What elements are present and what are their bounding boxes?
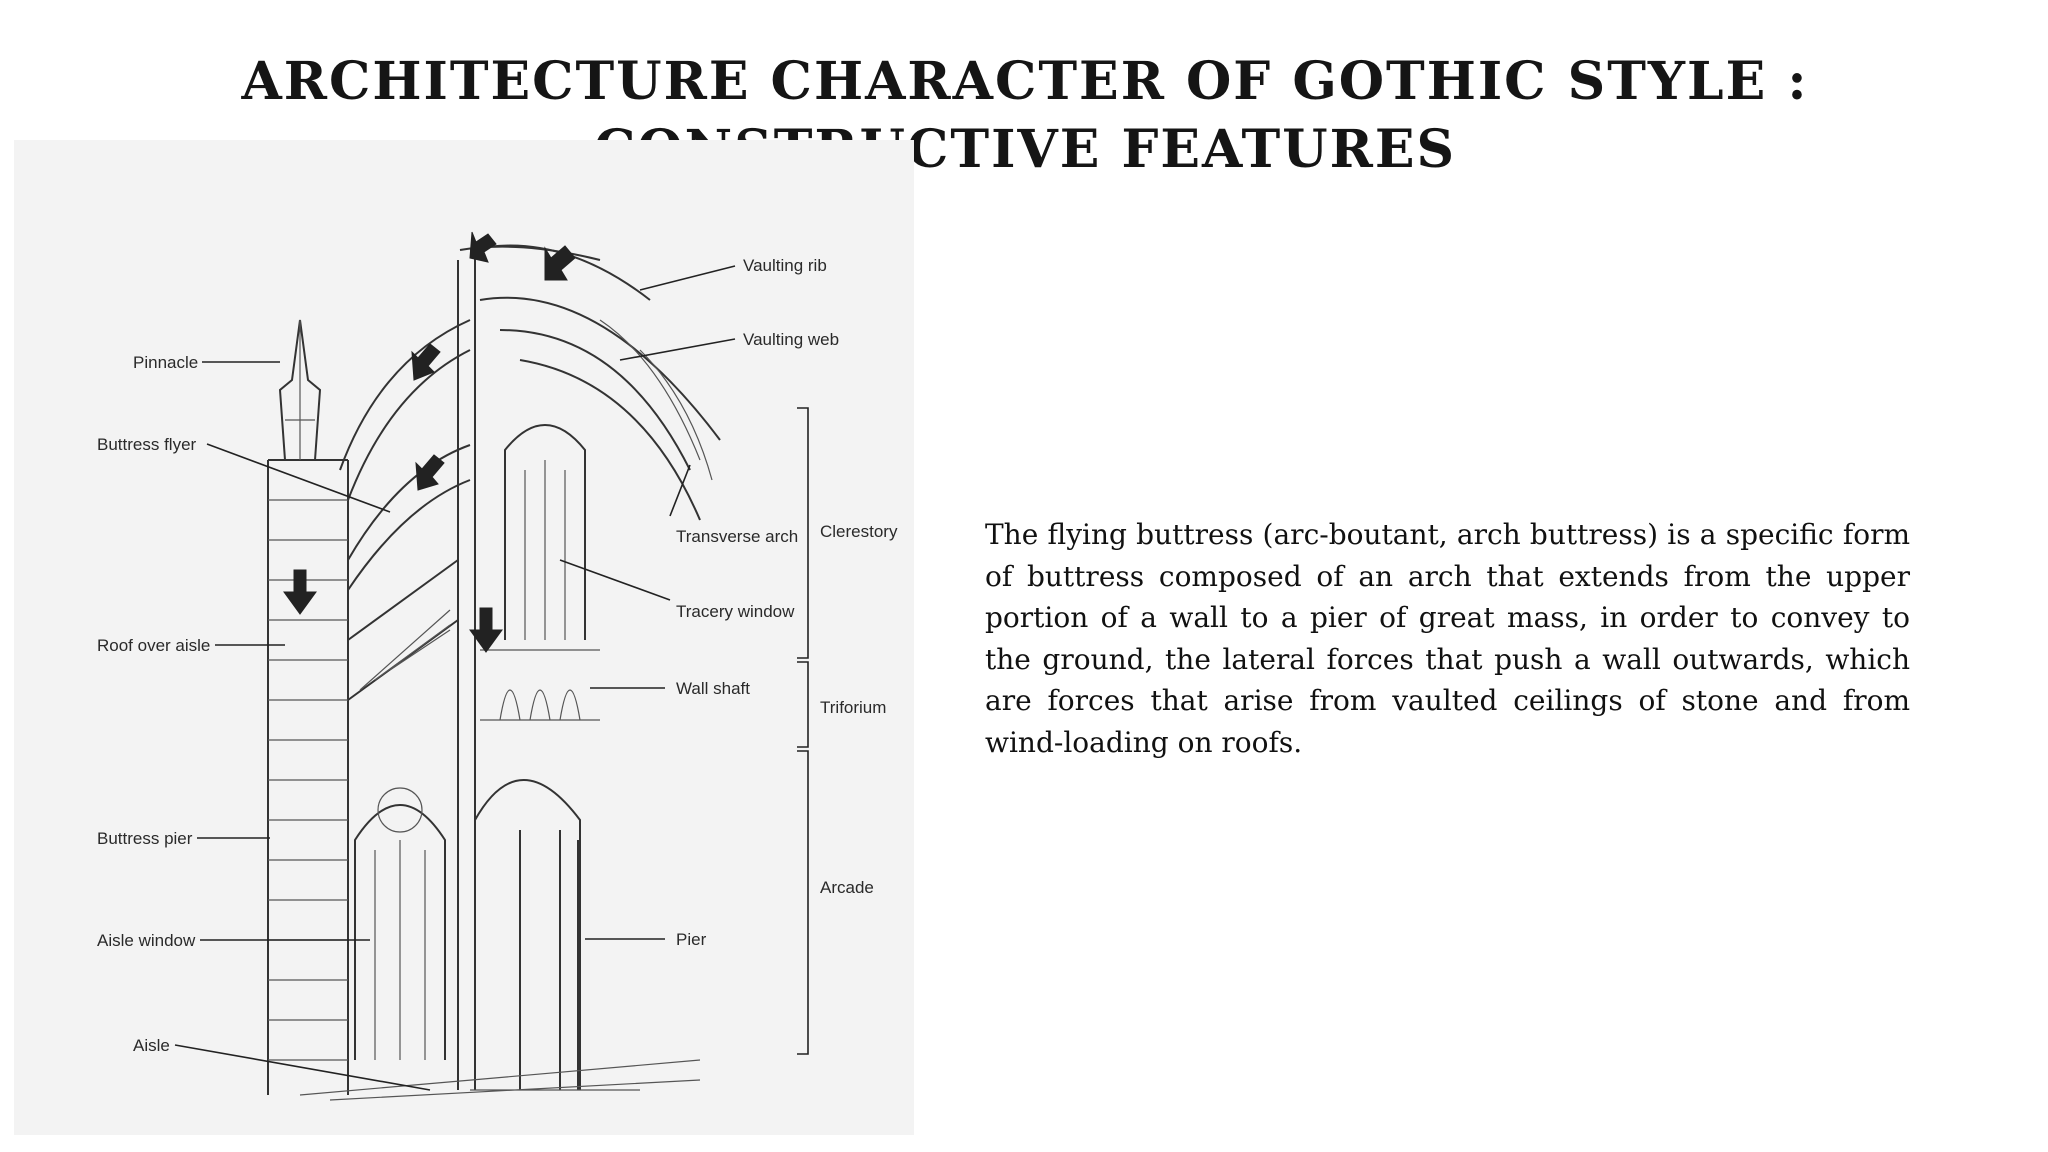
aisle-window [354, 804, 446, 1060]
force-arrow [411, 343, 441, 381]
label-wall-shaft: Wall shaft [676, 679, 750, 698]
label-aisle-window: Aisle window [97, 931, 196, 950]
label-buttress-flyer: Buttress flyer [97, 435, 197, 454]
nave-pier [559, 840, 579, 1090]
label-clerestory: Clerestory [820, 522, 898, 541]
leader-transverse-arch [669, 464, 691, 517]
leader-vaulting-web [619, 338, 736, 361]
force-arrow [469, 607, 503, 653]
leader-vaulting-rib [639, 265, 736, 291]
label-pier: Pier [676, 930, 707, 949]
bracket-clerestory [797, 407, 809, 659]
label-pinnacle: Pinnacle [133, 353, 198, 372]
triforium-gallery [480, 649, 600, 721]
label-buttress-pier: Buttress pier [97, 829, 193, 848]
force-arrow [415, 454, 445, 491]
buttress-flyer-upper [339, 319, 471, 471]
force-arrow [283, 569, 317, 615]
zone-brackets [797, 407, 809, 1055]
force-arrow [544, 245, 576, 281]
slide-title: Architecture Character of Gothic Style :… [241, 51, 1809, 180]
label-vaulting-rib: Vaulting rib [743, 256, 827, 275]
label-tracery-window: Tracery window [676, 602, 795, 621]
label-triforium: Triforium [820, 698, 886, 717]
clerestory-tracery-window [504, 424, 586, 640]
bracket-arcade [797, 750, 809, 1055]
leader-lines [174, 265, 736, 1091]
figure-background [14, 140, 914, 1135]
label-transverse-arch: Transverse arch [676, 527, 798, 546]
bracket-triforium [797, 661, 809, 748]
body-text: The flying buttress (arc-boutant, arch b… [985, 518, 1910, 759]
leader-buttress-flyer [206, 443, 391, 513]
label-arcade: Arcade [820, 878, 874, 897]
label-vaulting-web: Vaulting web [743, 330, 839, 349]
leader-tracery-window [559, 559, 671, 601]
pinnacle [278, 319, 322, 461]
nave-floor [299, 1059, 701, 1101]
force-arrow [469, 231, 497, 263]
leader-aisle [174, 1044, 431, 1091]
label-roof-over-aisle: Roof over aisle [97, 636, 210, 655]
cathedral-drawing [267, 231, 721, 1101]
label-aisle: Aisle [133, 1036, 170, 1055]
arcade-arch [474, 779, 581, 1090]
buttress-flyer-lower [347, 444, 471, 561]
